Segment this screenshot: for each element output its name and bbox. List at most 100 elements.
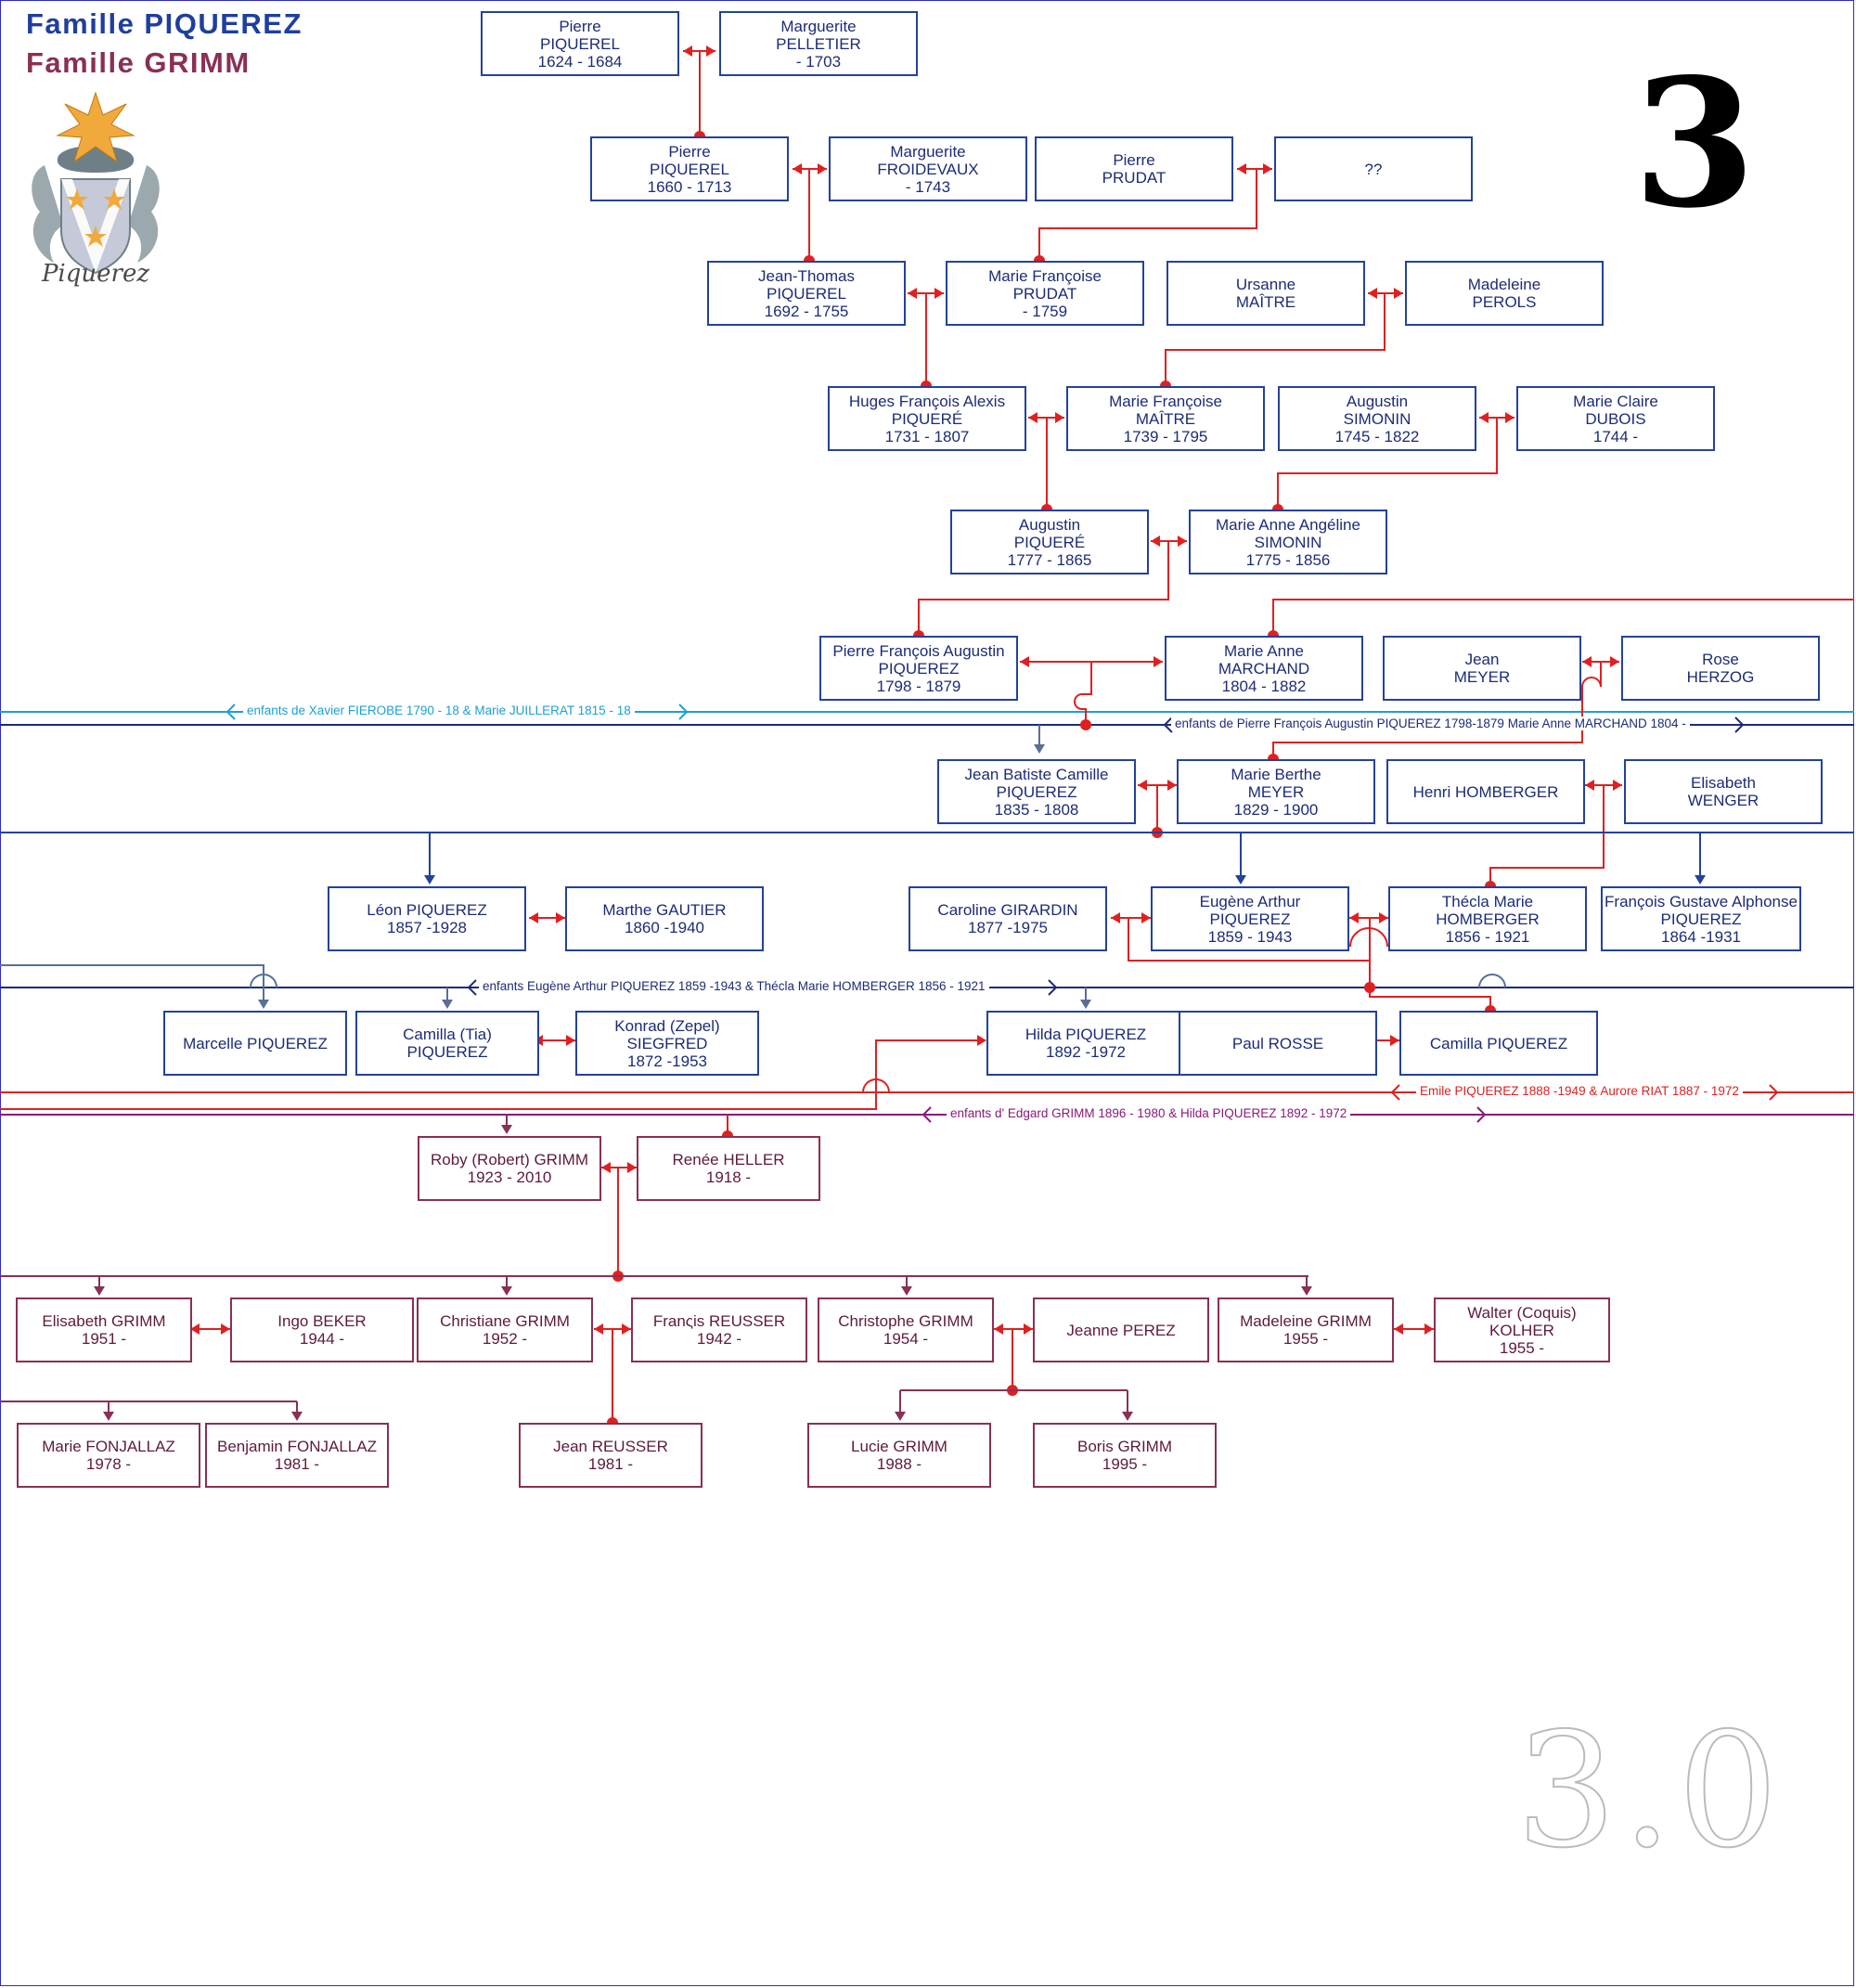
person-line: - 1703 bbox=[795, 52, 842, 71]
person-line: PELLETIER bbox=[776, 34, 861, 53]
person-line: 1923 - 2010 bbox=[467, 1168, 552, 1186]
person-line: 1731 - 1807 bbox=[884, 427, 970, 445]
person-line: Pierre bbox=[1113, 151, 1155, 169]
person-line: Marie Françoise bbox=[1109, 392, 1222, 410]
person-line: PEROLS bbox=[1472, 293, 1537, 311]
person-box[interactable]: Jeanne PEREZ bbox=[1033, 1297, 1209, 1362]
person-box[interactable]: Henri HOMBERGER bbox=[1386, 759, 1585, 824]
person-box[interactable]: Camilla PIQUEREZ bbox=[1399, 1011, 1598, 1076]
person-line: Eugène Arthur bbox=[1199, 892, 1301, 910]
connector-line bbox=[1349, 927, 1388, 948]
person-line: MEYER bbox=[1247, 782, 1305, 801]
person-line: Ursanne bbox=[1235, 276, 1296, 293]
person-box[interactable]: Paul ROSSE bbox=[1179, 1011, 1377, 1076]
person-line: 1692 - 1755 bbox=[764, 302, 849, 320]
bar-chevron-left bbox=[467, 979, 477, 996]
person-line: PIQUEREZ bbox=[406, 1043, 488, 1061]
person-line: Marie Berthe bbox=[1231, 765, 1321, 783]
person-line: 1944 - bbox=[299, 1330, 345, 1348]
couple-arrow-right bbox=[706, 45, 715, 57]
person-line: François Gustave Alphonse bbox=[1605, 892, 1798, 910]
person-box[interactable]: ?? bbox=[1274, 136, 1473, 201]
person-line: Franςis REUSSER bbox=[652, 1312, 786, 1330]
couple-arrow-left bbox=[1582, 656, 1592, 667]
person-line: MEYER bbox=[1453, 668, 1511, 686]
connector-line bbox=[1128, 918, 1371, 988]
person-box[interactable]: Marcelle PIQUEREZ bbox=[163, 1011, 347, 1076]
person-line: HOMBERGER bbox=[1436, 910, 1540, 928]
bar-chevron-left bbox=[922, 1106, 932, 1123]
couple-arrow-left bbox=[1151, 536, 1160, 547]
person-line: 1744 - bbox=[1592, 427, 1639, 445]
connector-line bbox=[1489, 785, 1605, 886]
person-line: 1864 -1931 bbox=[1660, 927, 1742, 946]
couple-arrow-right bbox=[566, 1035, 575, 1046]
couple-arrow-left bbox=[1368, 288, 1377, 299]
person-line: FROIDEVAUX bbox=[877, 160, 979, 178]
person-line: Marguerite bbox=[780, 17, 857, 35]
connector-line bbox=[1478, 974, 1506, 988]
bar-chevron-left bbox=[1163, 716, 1173, 733]
couple-arrow-left bbox=[908, 288, 917, 299]
child-arrow bbox=[977, 1035, 986, 1046]
person-line: SIMONIN bbox=[1343, 409, 1411, 428]
person-box[interactable]: Camilla (Tia)PIQUEREZ bbox=[355, 1011, 539, 1076]
person-line: Camilla PIQUEREZ bbox=[1429, 1034, 1568, 1052]
couple-arrow-right bbox=[1424, 1323, 1434, 1335]
connector-line bbox=[0, 1092, 877, 1110]
couple-arrow-right bbox=[1024, 1323, 1033, 1335]
couple-arrow-left bbox=[1349, 912, 1359, 923]
child-arrow bbox=[501, 1125, 512, 1134]
person-line: Marie FONJALLAZ bbox=[42, 1438, 175, 1455]
person-line: 1624 - 1684 bbox=[537, 52, 623, 71]
couple-arrow-left bbox=[994, 1323, 1003, 1335]
sibling-bar-label: enfants de Pierre François Augustin PIQU… bbox=[1171, 716, 1690, 730]
person-line: Madeleine GRIMM bbox=[1240, 1312, 1372, 1330]
couple-arrow-left bbox=[1237, 163, 1246, 174]
